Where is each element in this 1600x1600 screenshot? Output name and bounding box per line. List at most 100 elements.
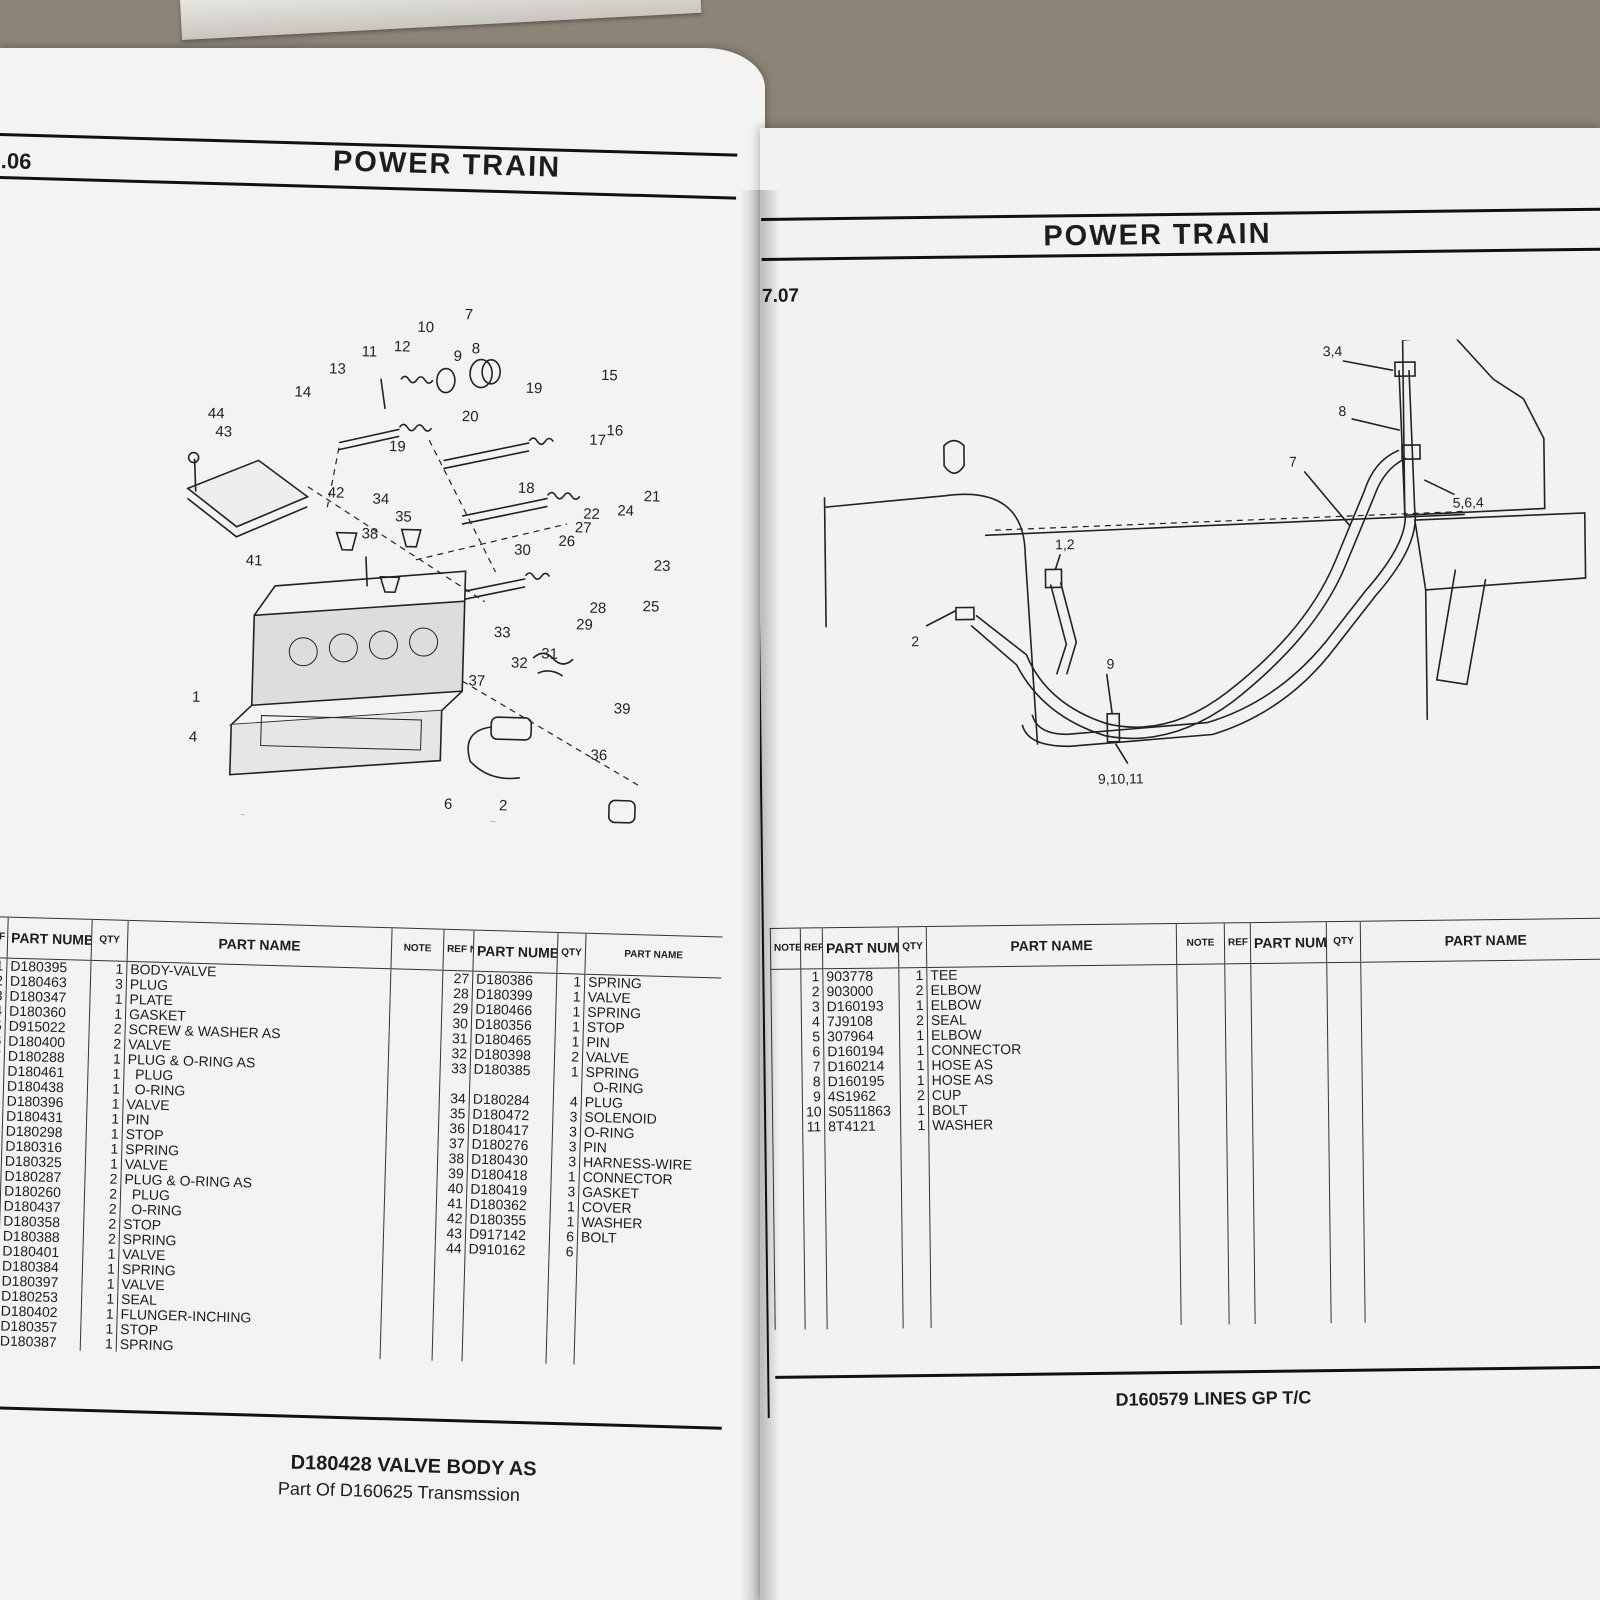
right-header-qty: QTY <box>898 926 927 968</box>
cell-ref-no-2 <box>1228 1234 1255 1250</box>
cell-part-number <box>826 1298 903 1315</box>
cell-part-number: D180387 <box>0 1333 81 1351</box>
cell-qty: 1 <box>90 960 128 977</box>
right-header-qty-2: QTY <box>1326 921 1361 963</box>
cell-qty: 2 <box>83 1215 120 1232</box>
cell-qty: 2 <box>83 1230 120 1247</box>
right-bottom-rule <box>775 1365 1600 1379</box>
cell-ref-no-2 <box>432 1315 464 1332</box>
cell-ref-no-2: 29 <box>441 1000 473 1017</box>
callout-44: 44 <box>208 405 225 422</box>
cell-note-2 <box>1180 1279 1229 1295</box>
cell-qty: 1 <box>89 1005 126 1022</box>
cell-qty: 1 <box>87 1065 125 1082</box>
callout-19b: 19 <box>389 438 406 455</box>
cell-ref-no-2 <box>1224 979 1252 995</box>
cell-note <box>773 1194 804 1210</box>
cell-note <box>386 1119 439 1136</box>
cell-note <box>380 1314 434 1331</box>
cell-note <box>774 1254 805 1270</box>
cell-note <box>772 1074 803 1090</box>
callout-5-6-4: 5,6,4 <box>1453 494 1485 510</box>
cell-ref-no <box>804 1314 828 1330</box>
cell-qty-2 <box>1328 1142 1364 1159</box>
cell-qty: 3 <box>90 975 127 992</box>
cell-ref-no <box>804 1239 827 1255</box>
cell-qty-2 <box>548 1258 577 1275</box>
cell-note-2 <box>1179 1189 1228 1205</box>
right-header-part-number-2: PART NUMBER <box>1250 921 1327 964</box>
cell-note <box>383 1209 437 1226</box>
cell-qty: 1 <box>80 1320 117 1337</box>
cell-qty-2 <box>1329 1157 1364 1174</box>
cell-qty-2: 3 <box>551 1138 581 1155</box>
callout-41: 41 <box>246 552 263 569</box>
cell-note <box>381 1284 435 1301</box>
cell-ref-no-2: 44 <box>434 1240 466 1257</box>
cell-note <box>770 984 802 1000</box>
cell-qty-2 <box>546 1318 576 1335</box>
cell-qty <box>901 1178 930 1194</box>
cell-note <box>773 1179 804 1195</box>
cell-note <box>771 1029 802 1045</box>
right-header-part-name-2: PART NAME <box>1360 918 1600 963</box>
callout-15: 15 <box>601 367 618 384</box>
callout-35: 35 <box>395 508 412 525</box>
cell-qty: 2 <box>900 1088 929 1104</box>
cell-qty-2 <box>1330 1292 1365 1309</box>
cell-ref-no-2 <box>1227 1159 1254 1175</box>
cell-note-2 <box>1179 1219 1229 1235</box>
cell-ref-no <box>804 1284 827 1300</box>
cell-ref-no-2 <box>1228 1294 1255 1310</box>
cell-qty: 1 <box>85 1155 122 1172</box>
cell-ref-no-2 <box>1224 963 1251 980</box>
cell-ref-no <box>804 1269 827 1285</box>
cell-part-number <box>825 1178 902 1195</box>
cell-note-2 <box>1176 963 1225 980</box>
cell-part-number-2 <box>1253 1173 1330 1190</box>
cell-ref-no-2 <box>433 1285 465 1302</box>
callout-31: 31 <box>541 645 558 662</box>
cell-note-2 <box>1178 1069 1227 1085</box>
left-parts-table: REF NO PART NUMBER QTY PART NAME NOTE RE… <box>0 916 722 1369</box>
cell-part-number: 8T4121 <box>824 1118 901 1135</box>
cell-qty: 1 <box>86 1125 123 1142</box>
cell-note-2 <box>1179 1159 1228 1175</box>
cell-note <box>381 1299 434 1316</box>
cell-qty-2: 1 <box>555 1003 585 1020</box>
cell-note <box>773 1164 804 1180</box>
callout-1-2: 1,2 <box>1055 536 1075 552</box>
cell-qty-2 <box>1330 1247 1365 1264</box>
cell-qty-2 <box>1326 962 1361 979</box>
cell-ref-no-2: 39 <box>437 1165 468 1182</box>
callout-9: 9 <box>453 348 462 365</box>
callout-32: 32 <box>511 655 528 672</box>
left-bottom-rule <box>0 1405 722 1430</box>
cell-qty <box>901 1208 930 1224</box>
cell-qty-2 <box>1329 1202 1364 1219</box>
cell-part-number: 903000 <box>822 983 900 1000</box>
callout-7: 7 <box>465 306 474 323</box>
cell-ref-no <box>804 1254 827 1270</box>
cell-ref-no-2 <box>1228 1264 1255 1280</box>
cell-ref-no-2 <box>433 1300 464 1317</box>
left-page-title: POWER TRAIN <box>332 145 562 184</box>
cell-ref-no <box>803 1209 826 1225</box>
cell-part-number-2 <box>1250 962 1327 980</box>
cell-note-2 <box>1177 1039 1226 1055</box>
cell-qty: 1 <box>899 1028 928 1044</box>
right-footer-title: D160579 LINES GP T/C <box>1115 1387 1312 1410</box>
cell-part-number-2 <box>1252 1113 1329 1130</box>
cell-qty-2: 6 <box>549 1228 578 1245</box>
callout-10: 10 <box>417 319 434 336</box>
cell-qty-2 <box>1327 992 1362 1009</box>
cell-ref-no: 1 <box>800 968 823 985</box>
cell-qty-2 <box>1327 1022 1362 1039</box>
cell-note-2 <box>1178 1099 1227 1115</box>
cell-ref-no-2: 30 <box>441 1015 472 1032</box>
right-header-note: NOTE <box>770 928 801 970</box>
cell-qty: 2 <box>84 1170 122 1187</box>
cell-note <box>772 1089 803 1105</box>
cell-qty <box>902 1312 932 1329</box>
cell-note <box>387 1059 441 1076</box>
